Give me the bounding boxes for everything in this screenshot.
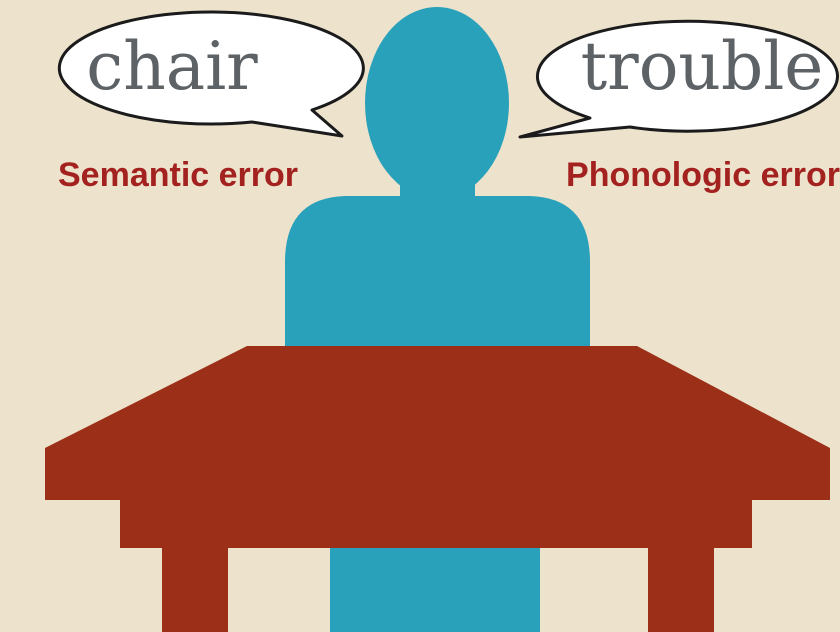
semantic-error-word: chair (86, 28, 258, 105)
person-torso (285, 196, 590, 350)
table-apron (120, 500, 752, 548)
phonologic-error-word: trouble (581, 28, 824, 105)
table-leg-left (162, 548, 228, 632)
phonologic-error-label: Phonologic error (566, 156, 840, 194)
person-head (365, 7, 509, 199)
semantic-error-label: Semantic error (58, 156, 298, 194)
table-leg-right (648, 548, 714, 632)
